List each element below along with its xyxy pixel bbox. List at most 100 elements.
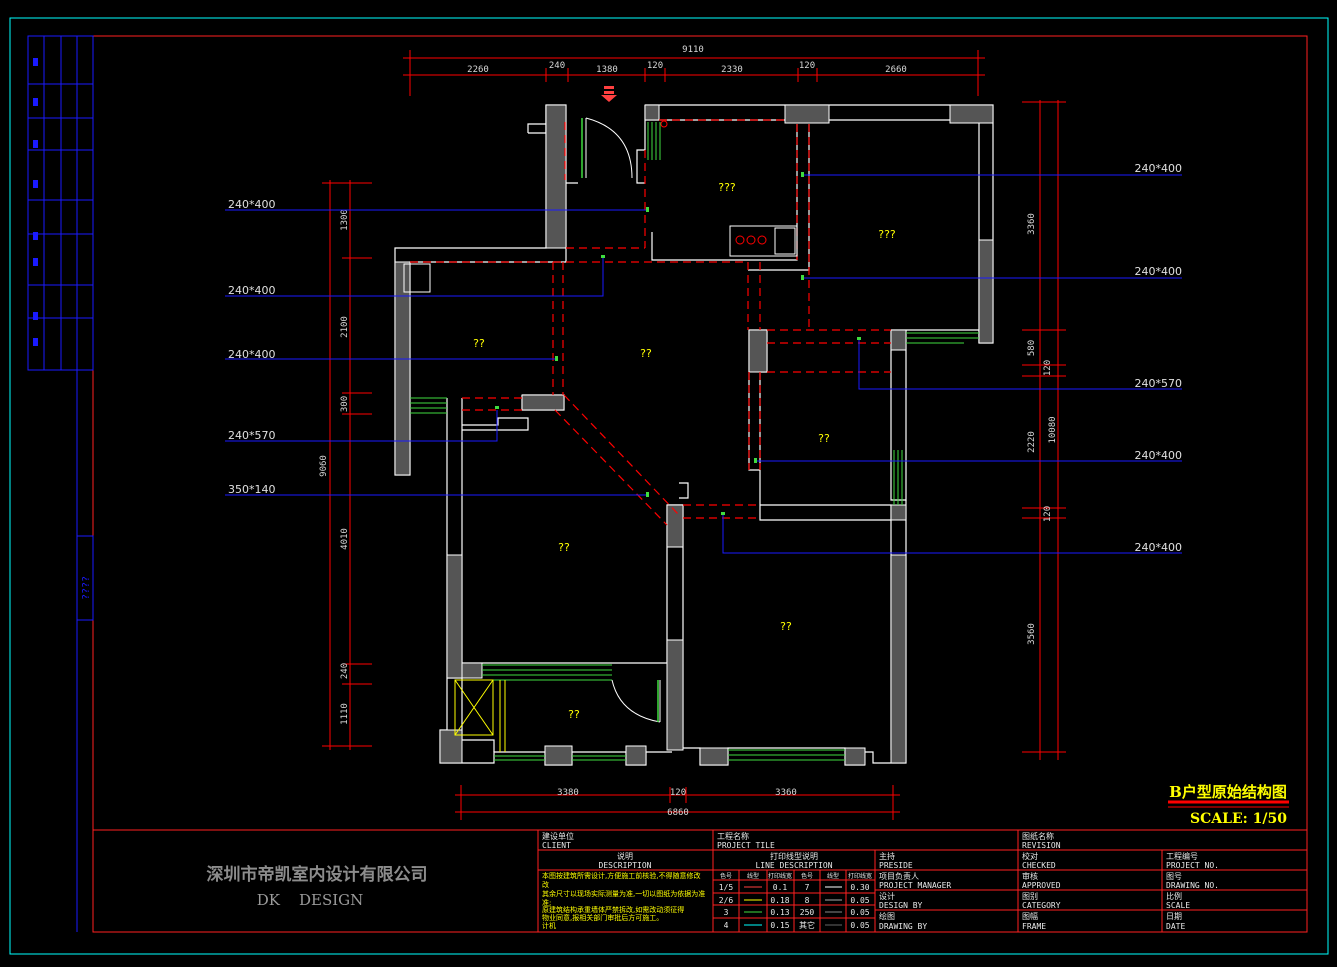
line-header: 色号: [720, 872, 732, 880]
right-dim: 580: [1027, 340, 1037, 356]
line-header: 色号: [801, 872, 813, 880]
room-label: ???: [878, 228, 896, 241]
line-cell: 0.13: [770, 908, 789, 917]
approved-cn: 审核: [1022, 871, 1038, 881]
left-dimension-text: 9060 1300 2100 300 4010 240 1110: [319, 209, 350, 725]
title-block-labels: 建设单位 CLIENT 说明 DESCRIPTION 工程名称 PROJECT …: [542, 831, 1219, 931]
right-dim: 120: [1043, 506, 1053, 522]
title-block-grid: [93, 829, 1307, 932]
left-dim: 2100: [340, 316, 350, 338]
beam-label: 240*400: [228, 348, 276, 361]
project-no-cn: 工程编号: [1166, 851, 1198, 861]
date-en: DATE: [1166, 922, 1185, 931]
kitchen-fixtures: [403, 225, 798, 293]
line-desc-cn: 打印线型说明: [770, 851, 818, 861]
bottom-dimension-text: 3380 120 3360 6860: [557, 788, 797, 818]
top-dim: 120: [647, 61, 663, 71]
drawing-no-en: DRAWING NO.: [1166, 881, 1219, 890]
date-cn: 日期: [1166, 912, 1182, 921]
beam-label: 240*400: [228, 284, 276, 297]
line-cell: 8: [805, 896, 810, 905]
note-line: 改: [542, 880, 549, 889]
description-label-en: DESCRIPTION: [599, 861, 652, 870]
top-total-dim: 9110: [682, 45, 704, 55]
beam-label: 240*400: [1135, 541, 1183, 554]
revision-cn: 图纸名称: [1022, 831, 1054, 841]
line-table-rows: 1/5 0.1 7 0.30 2/6 0.18 8 0.05 3 0.13 25…: [719, 883, 870, 930]
frame-en: FRAME: [1022, 922, 1046, 931]
design-en: DESIGN BY: [879, 901, 923, 910]
line-table-headers: 色号 线型 打印线宽 色号 线型 打印线宽: [720, 872, 872, 880]
line-cell: 0.05: [850, 896, 869, 905]
drawing-title: B户型原始结构图: [1169, 783, 1287, 801]
binding-strip: [27, 35, 94, 932]
room-label: ??: [568, 708, 580, 721]
binding-strip-marks: [33, 58, 38, 346]
drawing-by-cn: 绘图: [879, 911, 895, 921]
category-en: CATEGORY: [1022, 901, 1061, 910]
line-header: 打印线宽: [848, 872, 872, 880]
drawing-no-cn: 图号: [1166, 872, 1182, 881]
top-dim: 2660: [885, 65, 907, 75]
top-dim: 120: [799, 61, 815, 71]
company-name-cn: 深圳市帝凯室内设计有限公司: [207, 864, 428, 885]
room-label: ??: [558, 541, 570, 554]
room-label: ??: [640, 347, 652, 360]
beam-label: 240*400: [1135, 265, 1183, 278]
checked-en: CHECKED: [1022, 861, 1056, 870]
frame-cn: 图幅: [1022, 911, 1038, 921]
beam-labels-left: 240*400 240*400 240*400 240*570 350*140: [228, 198, 276, 496]
stove-burners: [735, 235, 767, 245]
right-dimension-text: 10080 3360 580 120 2220 120 3560: [1027, 213, 1058, 645]
pm-cn: 项目负责人: [879, 871, 919, 881]
left-dim: 300: [340, 396, 350, 412]
left-total-dim: 9060: [319, 455, 329, 477]
line-cell: 0.15: [770, 921, 789, 930]
beam-label: 240*400: [228, 198, 276, 211]
approved-en: APPROVED: [1022, 881, 1061, 890]
presider-cn: 主持: [879, 851, 895, 861]
left-dim: 1110: [340, 703, 350, 725]
drawing-scale: SCALE: 1/50: [1190, 811, 1287, 827]
room-label: ???: [718, 181, 736, 194]
beam-label: 240*570: [1135, 377, 1183, 390]
beam-labels-right: 240*400 240*400 240*570 240*400 240*400: [1135, 162, 1183, 554]
right-dim: 2220: [1027, 431, 1037, 453]
bottom-dim: 3380: [557, 788, 579, 798]
top-dim: 240: [549, 61, 565, 71]
note-line: 本图按建筑所需设计,方便施工前核验,不得随意修改: [542, 871, 700, 880]
room-label: ??: [473, 337, 485, 350]
right-dim: 3560: [1027, 623, 1037, 645]
left-dim: 4010: [340, 528, 350, 550]
line-header: 线型: [827, 872, 839, 880]
windows: [410, 118, 979, 761]
room-label: ??: [780, 620, 792, 633]
right-total-dim: 10080: [1048, 416, 1058, 443]
checked-cn: 校对: [1022, 851, 1038, 861]
category-cn: 图别: [1022, 892, 1038, 901]
design-cn: 设计: [879, 891, 895, 901]
bathroom-fixtures: [454, 679, 506, 752]
bottom-dim: 120: [670, 788, 686, 798]
side-code-text: ????: [81, 576, 92, 600]
top-dim: 2260: [467, 65, 489, 75]
drawing-frame: [9, 17, 1329, 955]
right-dim: 3360: [1027, 213, 1037, 235]
note-line: 准;: [542, 898, 551, 907]
beam-label: 240*400: [1135, 449, 1183, 462]
pm-en: PROJECT MANAGER: [879, 881, 951, 890]
top-dim: 1380: [596, 65, 618, 75]
line-cell: 0.30: [850, 883, 869, 892]
line-header: 打印线宽: [768, 872, 792, 880]
beam-label: 240*400: [1135, 162, 1183, 175]
line-cell: 0.1: [773, 883, 788, 892]
entry-arrow-icon: [601, 86, 617, 102]
room-labels: ??? ??? ?? ?? ?? ?? ?? ??: [473, 181, 896, 721]
door-leaves: [581, 118, 659, 722]
beam-dashed-lines: [410, 119, 891, 526]
scale-cn: 比例: [1166, 891, 1182, 901]
project-label-en: PROJECT TILE: [717, 841, 775, 850]
description-notes: 本图按建筑所需设计,方便施工前核验,不得随意修改 改 其余尺寸以现场实际测量为准…: [542, 871, 705, 930]
client-label-en: CLIENT: [542, 841, 571, 850]
